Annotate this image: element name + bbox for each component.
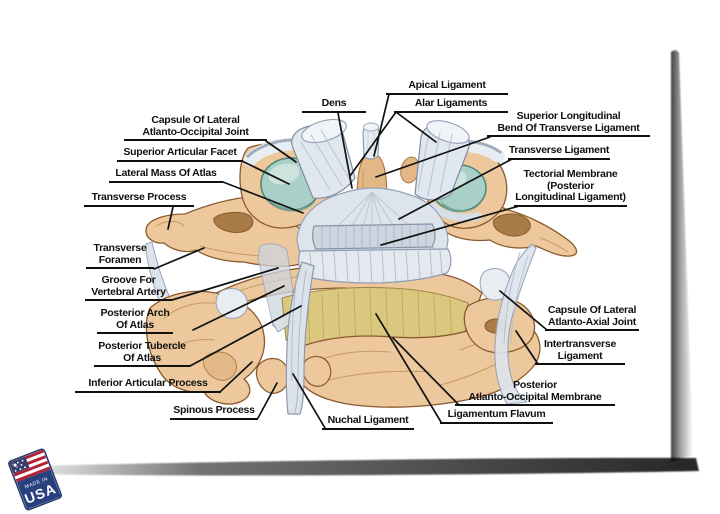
label-spinous-process: Spinous Process [170, 404, 258, 420]
cut-membrane-ribbon [298, 248, 452, 284]
label-inferior-articular-process: Inferior Articular Process [75, 377, 221, 393]
right-alar-ligament-stump [414, 120, 470, 201]
label-superior-articular-facet: Superior Articular Facet [117, 146, 243, 162]
label-apical-ligament: Apical Ligament [386, 79, 508, 95]
label-transverse-foramen: Transverse Foramen [86, 242, 154, 269]
label-posterior-atlanto-occipital-membrane: Posterior Atlanto-Occipital Membrane [455, 379, 615, 406]
label-capsule-atlanto-occipital: Capsule Of Lateral Atlanto-Occipital Joi… [124, 114, 267, 141]
label-posterior-tubercle: Posterior Tubercle Of Atlas [94, 340, 190, 367]
label-transverse-ligament: Transverse Ligament [508, 144, 610, 160]
label-dens: Dens [302, 97, 366, 113]
poster-shadow [32, 50, 699, 476]
transverse-ligament-band [312, 223, 436, 250]
axis-left-mass [145, 290, 266, 405]
label-alar-ligaments: Alar Ligaments [394, 97, 508, 113]
label-capsule-atlanto-axial: Capsule Of Lateral Atlanto-Axial Joint [545, 304, 639, 331]
label-superior-longitudinal-bend: Superior Longitudinal Bend Of Transverse… [487, 110, 650, 137]
label-groove-vertebral-artery: Groove For Vertebral Artery [85, 274, 172, 301]
left-alar-ligament-stump [291, 118, 356, 199]
label-nuchal-ligament: Nuchal Ligament [322, 414, 414, 430]
label-intertransverse-ligament: Intertransverse Ligament [535, 338, 625, 365]
us-flag [9, 449, 51, 483]
label-posterior-arch: Posterior Arch Of Atlas [97, 307, 173, 334]
label-ligamentum-flavum: Ligamentum Flavum [440, 408, 553, 424]
made-in-usa-badge: MADE IN USA [8, 448, 62, 511]
leader-lines [153, 93, 548, 429]
left-atlanto-axial-capsule [215, 288, 249, 319]
label-tectorial-membrane: Tectorial Membrane (Posterior Longitudin… [514, 168, 627, 207]
label-lateral-mass: Lateral Mass Of Atlas [109, 167, 223, 183]
spinous-process [255, 355, 332, 394]
label-transverse-process: Transverse Process [84, 191, 194, 207]
